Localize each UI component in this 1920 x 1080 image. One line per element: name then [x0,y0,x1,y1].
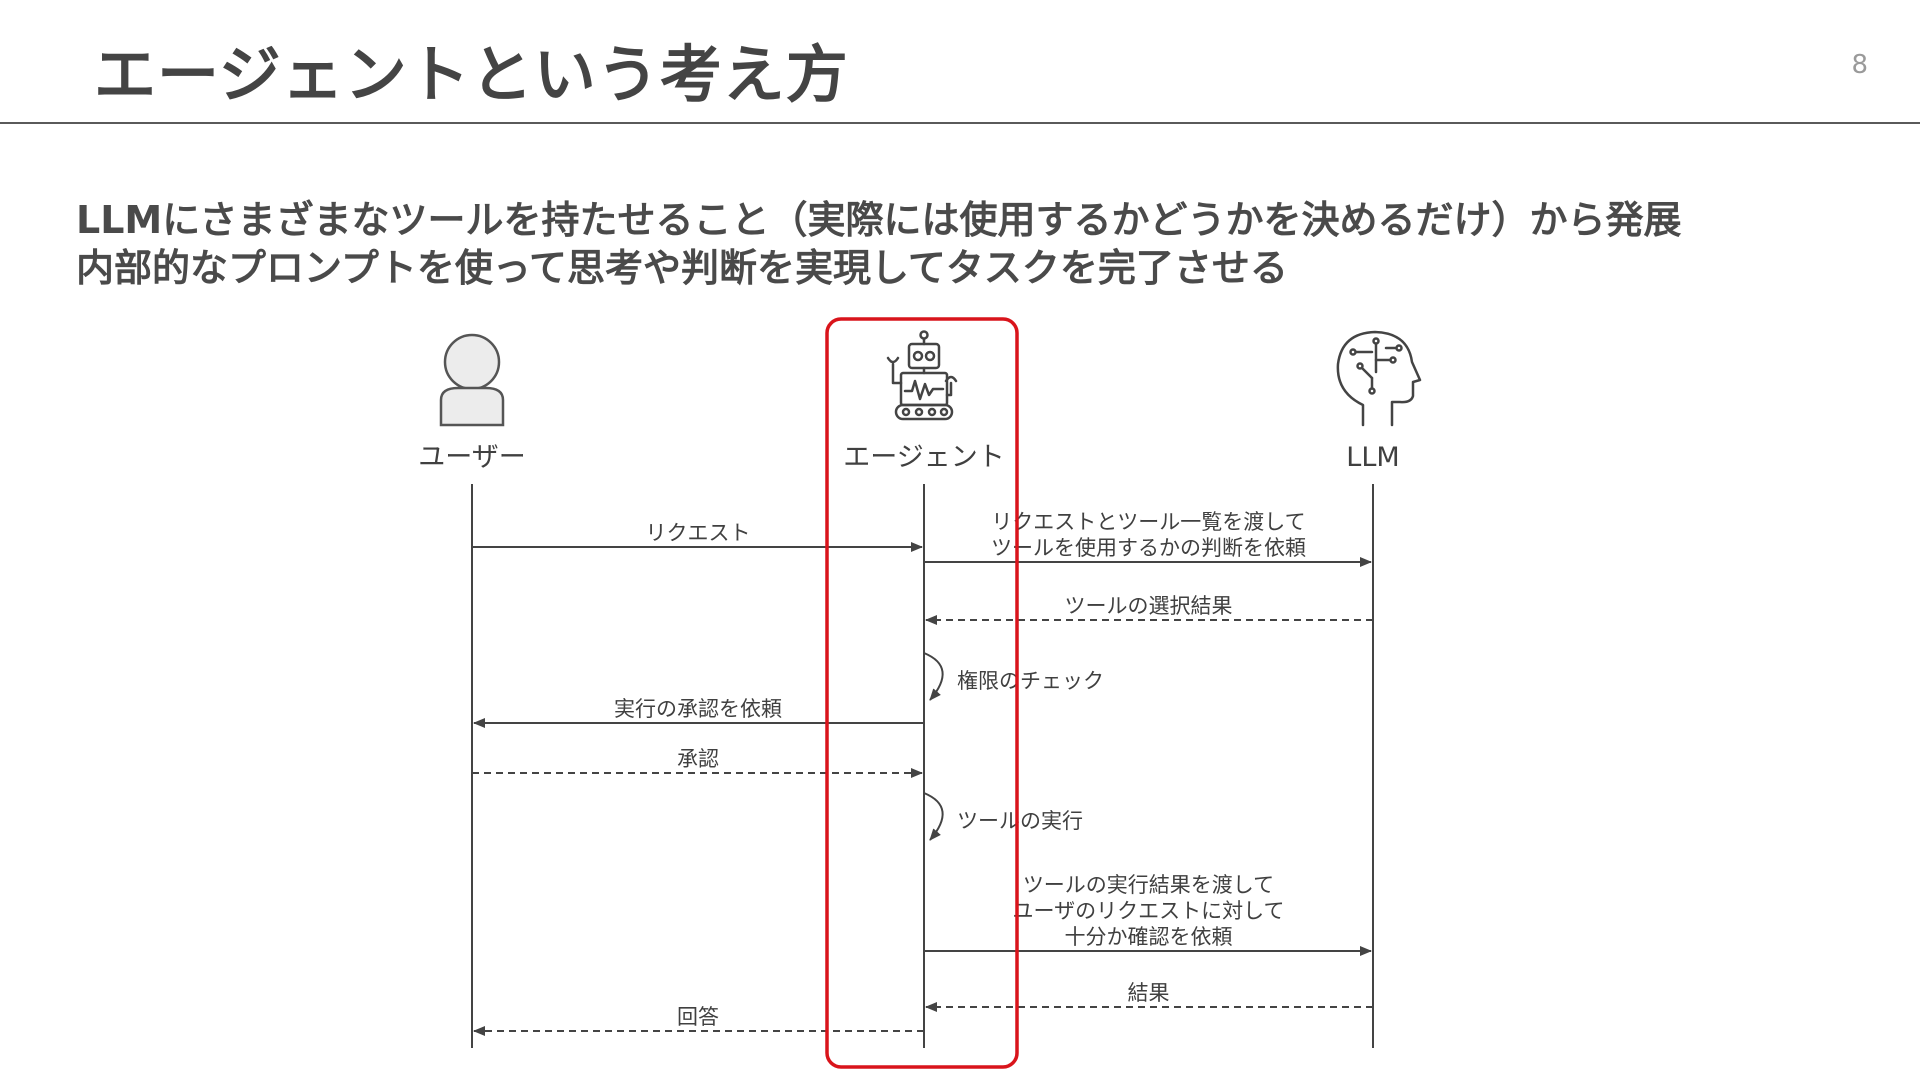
self-arrow [923,792,944,841]
message-4: 権限のチェック [923,652,1104,701]
subtitle: LLMにさまざまなツールを持たせること（実際には使用するかどうかを決めるだけ）か… [76,196,1682,292]
brain-head-icon [1336,330,1422,427]
message-label: 権限のチェック [957,669,1104,693]
message-9: 結果 [925,981,1373,1012]
agent-highlight-box [825,317,1019,1069]
message-10: 回答 [473,1005,924,1036]
message-3: ツールの選択結果 [925,594,1373,625]
robot-icon [886,330,958,421]
message-label: ユーザのリクエストに対して [1013,899,1285,923]
actor-label-agent: エージェント [843,442,1004,473]
message-label: リクエスト [646,521,751,545]
message-5: 実行の承認を依頼 [473,697,924,728]
message-label: 十分か確認を依頼 [1065,925,1233,949]
message-label: ツールを使用するかの判断を依頼 [991,536,1306,560]
messages-group: リクエストリクエストとツール一覧を渡してツールを使用するかの判断を依頼ツールの選… [472,510,1373,1036]
title-divider [0,122,1920,124]
slide-title: エージェントという考え方 [94,38,849,111]
message-label: 実行の承認を依頼 [614,697,782,721]
person-icon [439,333,505,427]
actor-label-llm: LLM [1346,442,1399,473]
message-label: ツールの選択結果 [1065,594,1233,618]
message-1: リクエスト [472,521,923,552]
page-number: 8 [1851,50,1868,80]
message-label: 承認 [677,747,719,771]
message-label: ツールの実行結果を渡して [1023,873,1274,897]
message-label: 結果 [1128,981,1170,1005]
message-6: 承認 [472,747,923,778]
subtitle-line-1: LLMにさまざまなツールを持たせること（実際には使用するかどうかを決めるだけ）か… [76,198,1682,242]
actor-label-user: ユーザー [418,442,525,473]
subtitle-line-2: 内部的なプロンプトを使って思考や判断を実現してタスクを完了させる [76,246,1288,290]
message-label: リクエストとツール一覧を渡して [991,510,1305,534]
self-arrow [923,652,944,701]
message-7: ツールの実行 [923,792,1083,841]
message-label: ツールの実行 [957,809,1083,833]
message-label: 回答 [677,1005,719,1029]
